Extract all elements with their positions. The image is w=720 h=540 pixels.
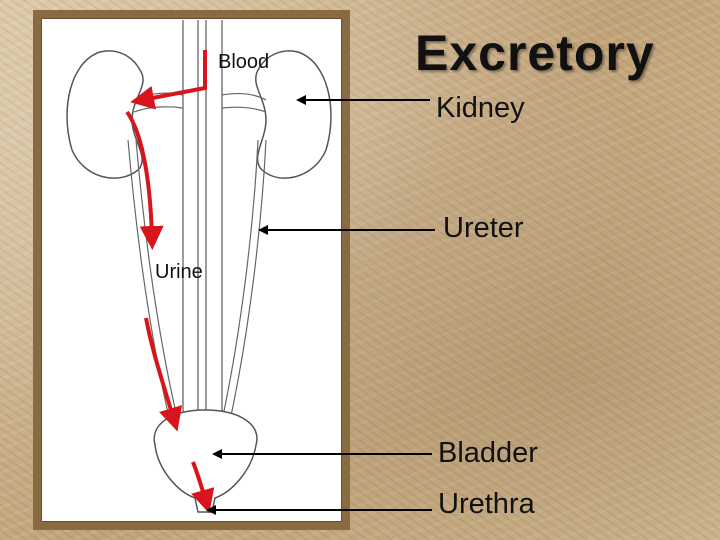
- label-ureter: Ureter: [443, 212, 524, 244]
- label-blood: Blood: [218, 51, 270, 73]
- vena-cava-shape: [205, 20, 223, 440]
- label-urine: Urine: [155, 261, 203, 283]
- ureter-pointer-arrowhead: [258, 225, 268, 235]
- right-ureter-shape: [219, 139, 267, 431]
- bladder-pointer-arrowhead: [212, 449, 222, 459]
- left-ureter-shape: [127, 139, 181, 431]
- right-kidney-shape: [255, 50, 332, 179]
- urine-flow-arrow-lower: [144, 317, 183, 432]
- kidney-pointer-arrowhead: [296, 95, 306, 105]
- renal-vessel-right: [221, 93, 267, 113]
- blood-flow-arrow: [130, 50, 207, 110]
- label-kidney: Kidney: [436, 92, 525, 124]
- left-kidney-shape: [66, 50, 144, 179]
- urine-flow-arrow-upper: [125, 110, 164, 250]
- bladder-shape: [153, 409, 258, 513]
- label-urethra: Urethra: [438, 488, 535, 520]
- urine-flow-arrow-bladder: [191, 461, 215, 514]
- urethra-pointer-arrowhead: [206, 505, 216, 515]
- slide-title: Excretory: [415, 25, 655, 81]
- label-bladder: Bladder: [438, 437, 538, 469]
- aorta-shape: [182, 20, 199, 440]
